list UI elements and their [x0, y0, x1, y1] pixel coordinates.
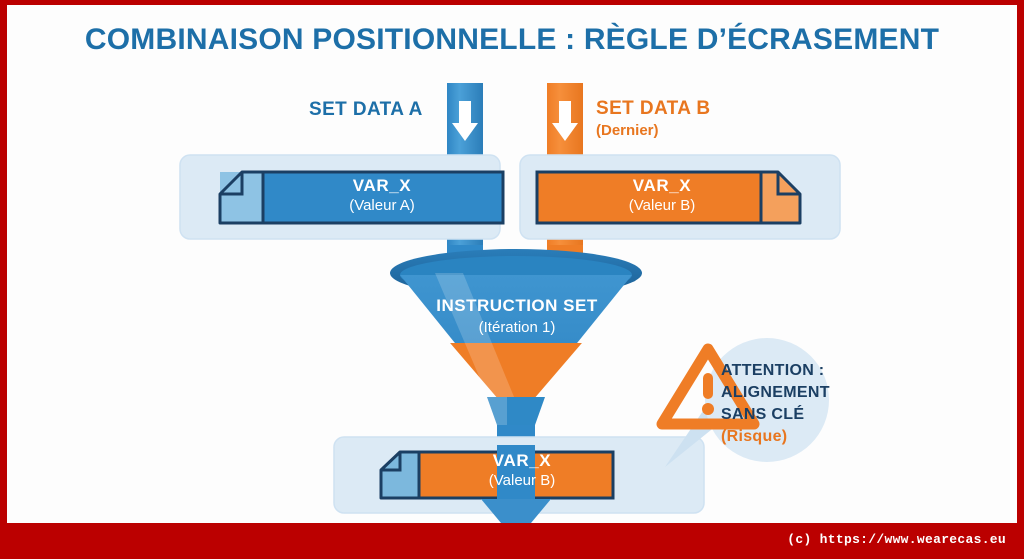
label-set-data-b: SET DATA B: [596, 98, 711, 119]
warning-line-3: SANS CLÉ: [721, 406, 805, 423]
warning-triangle-icon: [656, 343, 760, 430]
box-c-name: VAR_X: [492, 451, 552, 470]
warning-text: ATTENTION : ALIGNEMENT SANS CLÉ (Risque): [721, 360, 830, 448]
data-container-a: [179, 154, 505, 240]
data-container-b: [519, 154, 841, 240]
box-a-text: VAR_X (Valeur A): [257, 175, 507, 216]
arrow-down-icon-b: [552, 101, 578, 141]
label-set-data-a: SET DATA A: [309, 99, 423, 120]
box-c-text: VAR_X (Valeur B): [412, 450, 632, 491]
output-arrow: [481, 445, 551, 523]
footer-bar: (c) https://www.wearecas.eu: [0, 523, 1024, 559]
funnel-text: INSTRUCTION SET (Itération 1): [382, 295, 652, 338]
warning-callout: [656, 338, 829, 467]
funnel-graphic: [390, 249, 642, 463]
box-a-name: VAR_X: [352, 176, 412, 195]
label-set-data-b-sub: (Dernier): [596, 122, 659, 139]
diagram-artwork: [179, 83, 841, 523]
box-a-value: (Valeur A): [349, 197, 415, 214]
arrow-down-icon-a: [452, 101, 478, 141]
box-b-name: VAR_X: [632, 176, 692, 195]
funnel-subtitle: (Itération 1): [478, 319, 556, 336]
page-title: COMBINAISON POSITIONNELLE : RÈGLE D’ÉCRA…: [84, 23, 940, 56]
diagram-canvas: COMBINAISON POSITIONNELLE : RÈGLE D’ÉCRA…: [7, 5, 1017, 523]
footer-watermark: (c) https://www.wearecas.eu: [787, 532, 1006, 547]
warning-line-1: ATTENTION :: [721, 362, 825, 379]
warning-line-2: ALIGNEMENT: [721, 384, 830, 401]
box-c-value: (Valeur B): [488, 472, 556, 489]
warning-line-4: (Risque): [721, 428, 788, 445]
funnel-title: INSTRUCTION SET: [436, 296, 598, 315]
box-b-value: (Valeur B): [628, 197, 696, 214]
box-b-text: VAR_X (Valeur B): [537, 175, 787, 216]
